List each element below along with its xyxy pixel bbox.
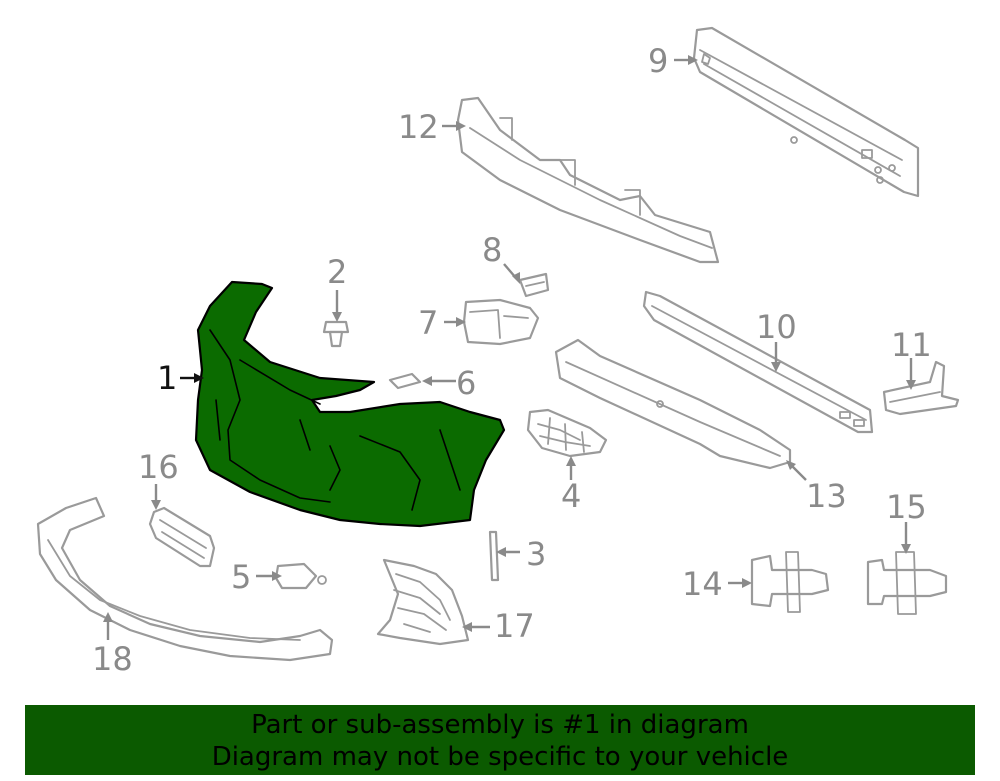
callout-labels: 1 2 3 4 5 6 7 8 9 10 11 12 13 14 15 16 1… — [92, 42, 932, 678]
part-4-grille — [526, 408, 608, 458]
part-9-reinforcement — [692, 26, 920, 198]
info-banner: Part or sub-assembly is #1 in diagram Di… — [25, 705, 975, 775]
callout-1: 1 — [157, 359, 177, 397]
callout-9: 9 — [648, 42, 668, 80]
callout-14: 14 — [682, 565, 723, 603]
part-7-bracket — [462, 298, 540, 346]
part-3-strip — [488, 530, 500, 582]
part-15-fastener — [866, 551, 948, 615]
part-8-clip — [518, 272, 550, 298]
part-17-bezel — [376, 558, 470, 646]
callout-10: 10 — [756, 308, 797, 346]
part-10-bar — [642, 290, 874, 434]
parts-diagram: 1 2 3 4 5 6 7 8 9 10 11 12 13 14 15 16 1… — [36, 26, 960, 678]
callout-2: 2 — [327, 253, 347, 291]
leader-lines — [103, 55, 916, 640]
callout-13: 13 — [806, 477, 847, 515]
callout-11: 11 — [891, 326, 932, 364]
callout-15: 15 — [886, 488, 927, 526]
banner-line-1: Part or sub-assembly is #1 in diagram — [251, 710, 749, 740]
banner-line-2: Diagram may not be specific to your vehi… — [211, 742, 789, 772]
callout-8: 8 — [482, 231, 502, 269]
part-16-bracket — [148, 506, 216, 568]
callout-6: 6 — [456, 364, 476, 402]
part-1-bumper-cover — [194, 280, 506, 528]
callout-18: 18 — [92, 640, 133, 678]
callout-4: 4 — [561, 477, 581, 515]
part-5-cap — [274, 562, 327, 590]
callout-12: 12 — [398, 108, 439, 146]
callout-16: 16 — [138, 448, 179, 486]
part-2-screw — [322, 320, 350, 348]
callout-17: 17 — [494, 607, 535, 645]
part-11-bracket — [882, 360, 960, 416]
callout-5: 5 — [231, 558, 251, 596]
part-12-absorber — [456, 96, 720, 264]
callout-7: 7 — [418, 304, 438, 342]
part-6-plate — [388, 372, 422, 390]
callout-3: 3 — [526, 535, 546, 573]
part-14-fastener — [750, 551, 830, 613]
